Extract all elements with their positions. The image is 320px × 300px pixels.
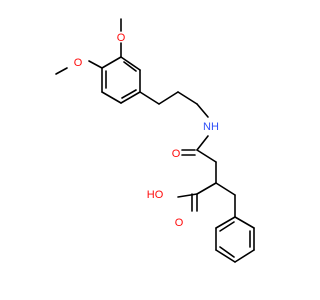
bond xyxy=(120,91,141,104)
bond xyxy=(215,216,236,229)
bond xyxy=(196,103,209,118)
bond xyxy=(215,249,236,263)
bond xyxy=(121,89,137,99)
bond xyxy=(55,67,68,75)
bond xyxy=(219,246,235,258)
oxygen-label-amide: O xyxy=(172,148,181,160)
nh-label: NH xyxy=(203,121,219,133)
bond xyxy=(234,216,255,229)
bond xyxy=(158,91,179,105)
bond xyxy=(177,91,198,105)
molecule-diagram: O O NH O O HO xyxy=(55,18,255,263)
bond xyxy=(196,149,217,163)
bond xyxy=(196,182,217,195)
oxygen-label-methoxy-left: O xyxy=(74,57,83,69)
bond xyxy=(88,60,103,69)
bond xyxy=(219,221,235,232)
oxygen-label-methoxy-top: O xyxy=(117,32,126,44)
hydroxyl-label: HO xyxy=(147,189,164,201)
bond xyxy=(215,182,236,196)
structure-canvas: O O NH O O HO xyxy=(55,18,255,263)
bond xyxy=(120,56,141,71)
bond xyxy=(177,193,198,198)
bond xyxy=(123,61,137,72)
bond xyxy=(196,135,209,151)
bond xyxy=(139,91,160,105)
bond xyxy=(234,249,255,263)
bond xyxy=(101,91,122,104)
bond xyxy=(101,56,122,69)
oxygen-label-acid-carbonyl: O xyxy=(175,217,184,229)
